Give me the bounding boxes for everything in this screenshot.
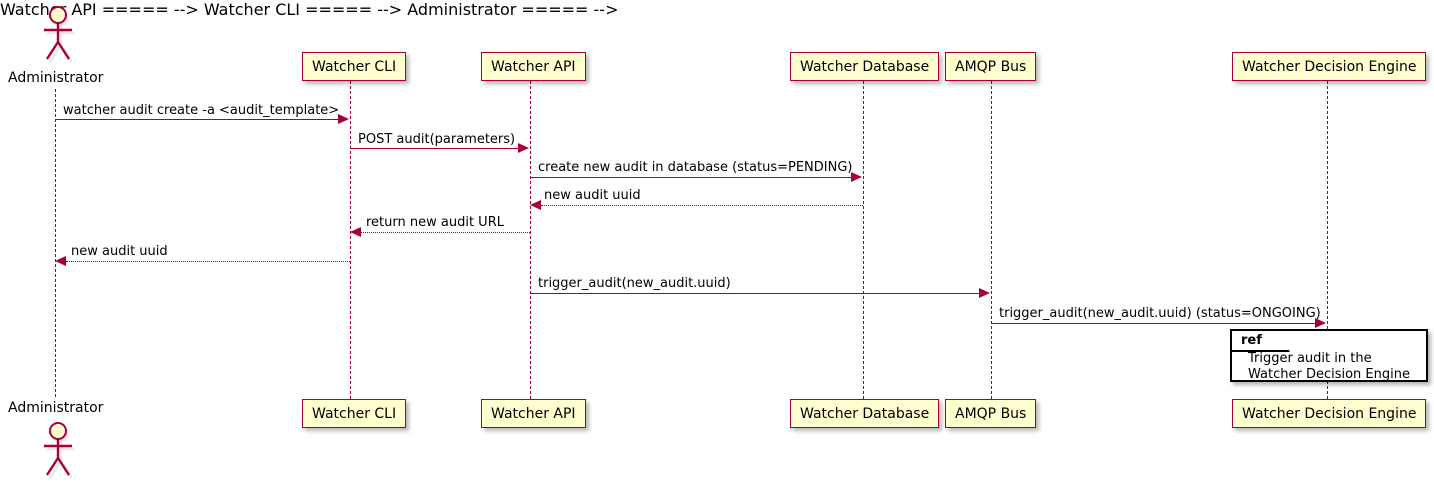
participant-box-watcher-api-top[interactable]: Watcher API (481, 52, 586, 81)
message-label-post-audit: POST audit(parameters) (358, 132, 516, 147)
message-line-post-audit (350, 148, 519, 149)
actor-icon-administrator-bottom (30, 418, 82, 484)
participant-label: Watcher API (491, 405, 576, 422)
participant-box-watcher-api-bottom[interactable]: Watcher API (481, 399, 586, 428)
participant-label: Watcher CLI (312, 405, 397, 422)
participant-box-watcher-cli-bottom[interactable]: Watcher CLI (302, 399, 407, 428)
message-label-return-new-audit-url: return new audit URL (366, 215, 504, 230)
arrow-head-right-icon (518, 143, 529, 153)
ref-fragment-body: Trigger audit in the Watcher Decision En… (1232, 351, 1426, 384)
actor-label-administrator-top: Administrator (8, 70, 104, 86)
message-label-trigger-audit: trigger_audit(new_audit.uuid) (538, 276, 731, 291)
arrow-head-right-icon (338, 114, 349, 124)
lifeline-watcher-database (863, 81, 864, 399)
ref-fragment-line-1: Trigger audit in the (1248, 351, 1372, 366)
message-label-watcher-audit-create: watcher audit create -a <audit_template> (63, 103, 340, 118)
participant-box-watcher-decision-engine-bottom[interactable]: Watcher Decision Engine (1232, 399, 1427, 428)
arrow-head-right-icon (851, 172, 862, 182)
message-label-new-audit-uuid-api: new audit uuid (544, 188, 641, 203)
actor-icon-administrator-top (30, 2, 82, 68)
participant-label: AMQP Bus (955, 405, 1027, 422)
participant-box-watcher-cli-top[interactable]: Watcher CLI (302, 52, 407, 81)
arrow-head-right-icon (1315, 318, 1326, 328)
arrow-head-left-icon (350, 227, 361, 237)
participant-label: Watcher Decision Engine (1242, 405, 1417, 422)
participant-box-amqp-bus-top[interactable]: AMQP Bus (945, 52, 1037, 81)
message-line-watcher-audit-create (55, 119, 339, 120)
lifeline-watcher-cli (350, 81, 351, 399)
arrow-head-left-icon (530, 200, 541, 210)
participant-label: Watcher Database (800, 405, 930, 422)
ref-fragment: ref Trigger audit in the Watcher Decisio… (1230, 329, 1428, 382)
participant-box-watcher-database-bottom[interactable]: Watcher Database (790, 399, 940, 428)
message-line-trigger-audit-ongoing (991, 323, 1316, 324)
participant-label: AMQP Bus (955, 58, 1027, 75)
message-line-trigger-audit (530, 293, 980, 294)
participant-box-watcher-database-top[interactable]: Watcher Database (790, 52, 940, 81)
message-label-create-new-audit: create new audit in database (status=PEN… (538, 160, 853, 175)
lifeline-amqp-bus (991, 81, 992, 399)
lifeline-administrator (55, 89, 56, 397)
message-line-new-audit-uuid-api (541, 205, 863, 206)
message-line-create-new-audit (530, 177, 852, 178)
arrow-head-left-icon (55, 256, 66, 266)
participant-label: Watcher API (491, 58, 576, 75)
arrow-head-right-icon (979, 288, 990, 298)
participant-label: Watcher Decision Engine (1242, 58, 1417, 75)
participant-box-watcher-decision-engine-top[interactable]: Watcher Decision Engine (1232, 52, 1427, 81)
participant-box-amqp-bus-bottom[interactable]: AMQP Bus (945, 399, 1037, 428)
lifeline-watcher-api (530, 81, 531, 399)
message-line-new-audit-uuid-admin (66, 261, 350, 262)
participant-label: Watcher Database (800, 58, 930, 75)
message-line-return-new-audit-url (361, 232, 530, 233)
message-label-new-audit-uuid-admin: new audit uuid (71, 244, 168, 259)
actor-label-administrator-bottom: Administrator (8, 400, 104, 416)
ref-fragment-keyword: ref (1241, 333, 1262, 348)
participant-label: Watcher CLI (312, 58, 397, 75)
ref-fragment-line-2: Watcher Decision Engine (1248, 367, 1410, 383)
lifeline-watcher-decision-engine (1327, 81, 1328, 399)
message-label-trigger-audit-ongoing: trigger_audit(new_audit.uuid) (status=ON… (999, 306, 1321, 321)
